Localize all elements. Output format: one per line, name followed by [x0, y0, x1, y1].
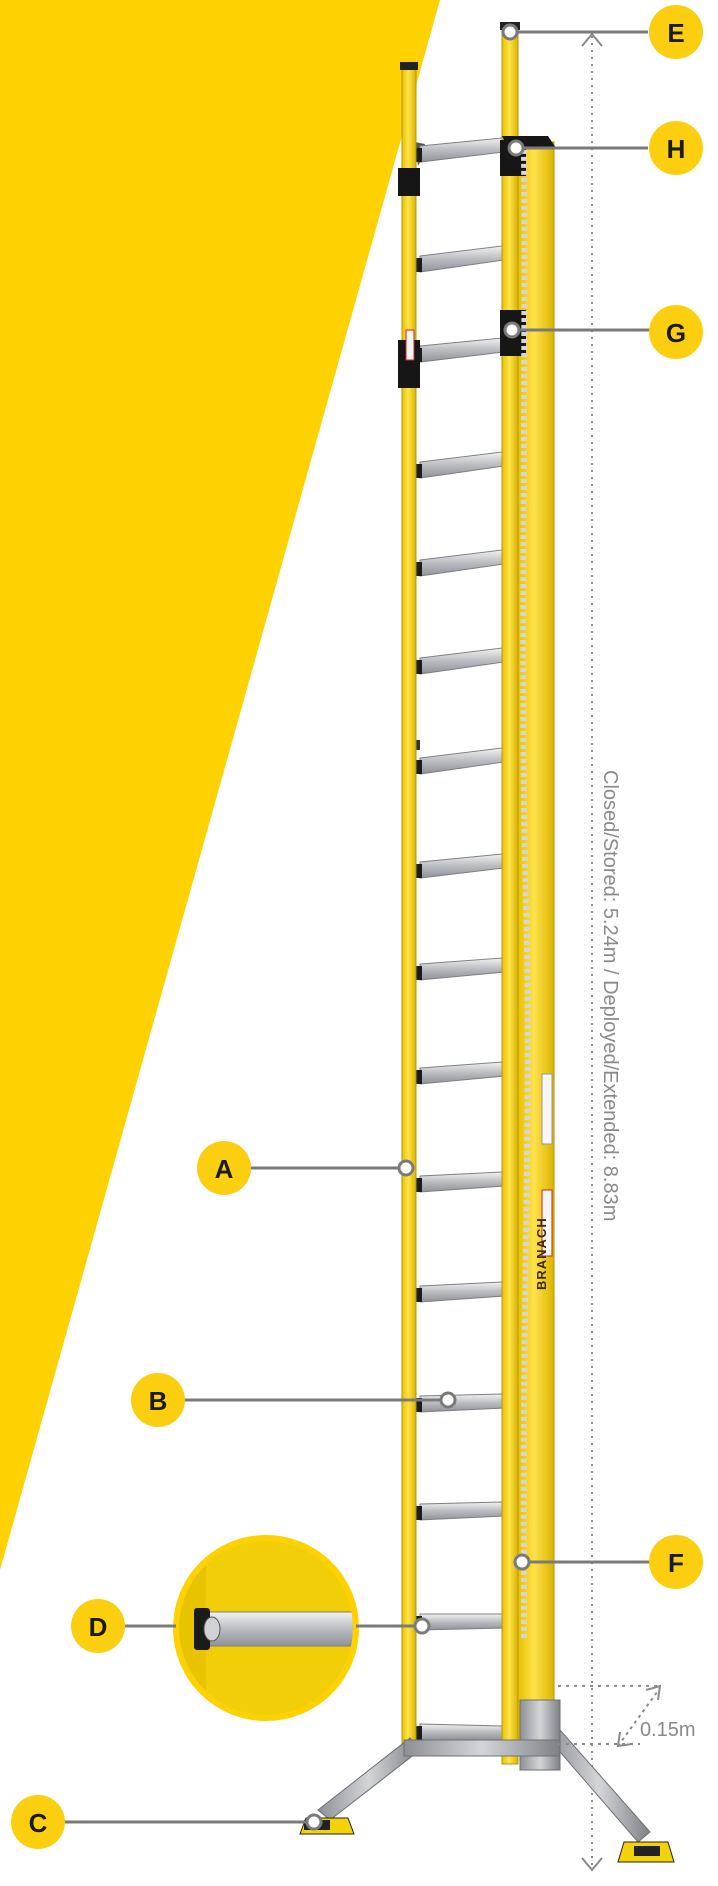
rung-detail-magnifier: [176, 1536, 370, 1726]
svg-text:H: H: [667, 134, 686, 164]
callout-c: C: [11, 1795, 321, 1849]
brand-logo: BRANACH: [534, 1217, 549, 1290]
svg-text:G: G: [666, 318, 686, 348]
svg-text:D: D: [89, 1612, 108, 1642]
callout-e: E: [503, 5, 703, 59]
svg-text:E: E: [667, 18, 684, 48]
svg-text:F: F: [668, 1548, 684, 1578]
svg-text:A: A: [215, 1154, 234, 1184]
ladder-rungs: [414, 138, 504, 1740]
callout-a: A: [197, 1141, 413, 1195]
stabiliser-width-label: 0.15m: [640, 1719, 696, 1741]
svg-text:C: C: [29, 1808, 48, 1838]
ladder-right-rail: [502, 24, 518, 1764]
svg-text:B: B: [149, 1386, 168, 1416]
ladder-left-rail: [402, 66, 416, 1756]
height-dimension-label: Closed/Stored: 5.24m / Deployed/Extended…: [599, 770, 621, 1221]
stabiliser-legs: [300, 1700, 674, 1862]
height-dimension-arrow: [582, 34, 602, 1870]
background-yellow-shape: [0, 0, 440, 1570]
